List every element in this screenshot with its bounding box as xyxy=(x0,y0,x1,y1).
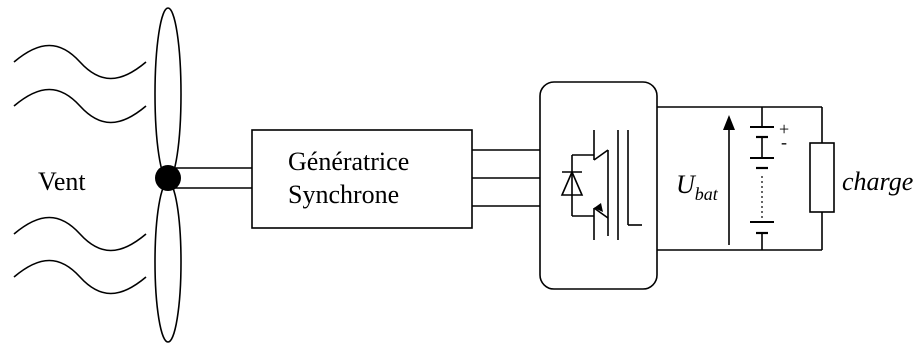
igbt-emitter-arrow xyxy=(594,203,603,212)
voltage-label-sub: bat xyxy=(695,184,719,204)
voltage-label-main: U xyxy=(676,170,697,199)
three-phase-lines xyxy=(472,149,540,207)
igbt-symbol xyxy=(593,130,642,240)
load-label: charge xyxy=(842,167,913,196)
voltage-label: Ubat xyxy=(676,170,719,204)
battery-minus-sign: - xyxy=(781,132,787,152)
generator-label-line2: Synchrone xyxy=(288,180,399,209)
blade-top xyxy=(154,7,182,181)
turbine-hub xyxy=(155,165,181,191)
voltage-arrow-head xyxy=(723,115,735,130)
wind-waves xyxy=(13,44,147,295)
converter-box xyxy=(539,81,658,290)
wind-wave-1 xyxy=(13,44,147,80)
generator-label-line1: Génératrice xyxy=(288,147,409,176)
battery-symbol xyxy=(750,107,774,250)
dc-bus xyxy=(657,106,823,251)
generator-box xyxy=(251,129,473,229)
wind-wave-2 xyxy=(13,88,147,124)
wind-label: Vent xyxy=(38,167,86,196)
blade-bottom xyxy=(154,181,182,343)
battery-plus-sign: + xyxy=(779,119,789,139)
wind-wave-4 xyxy=(13,259,147,295)
turbine-shaft xyxy=(168,167,252,189)
diode-symbol xyxy=(560,154,594,217)
load-resistor xyxy=(809,142,835,213)
wind-wave-3 xyxy=(13,216,147,252)
